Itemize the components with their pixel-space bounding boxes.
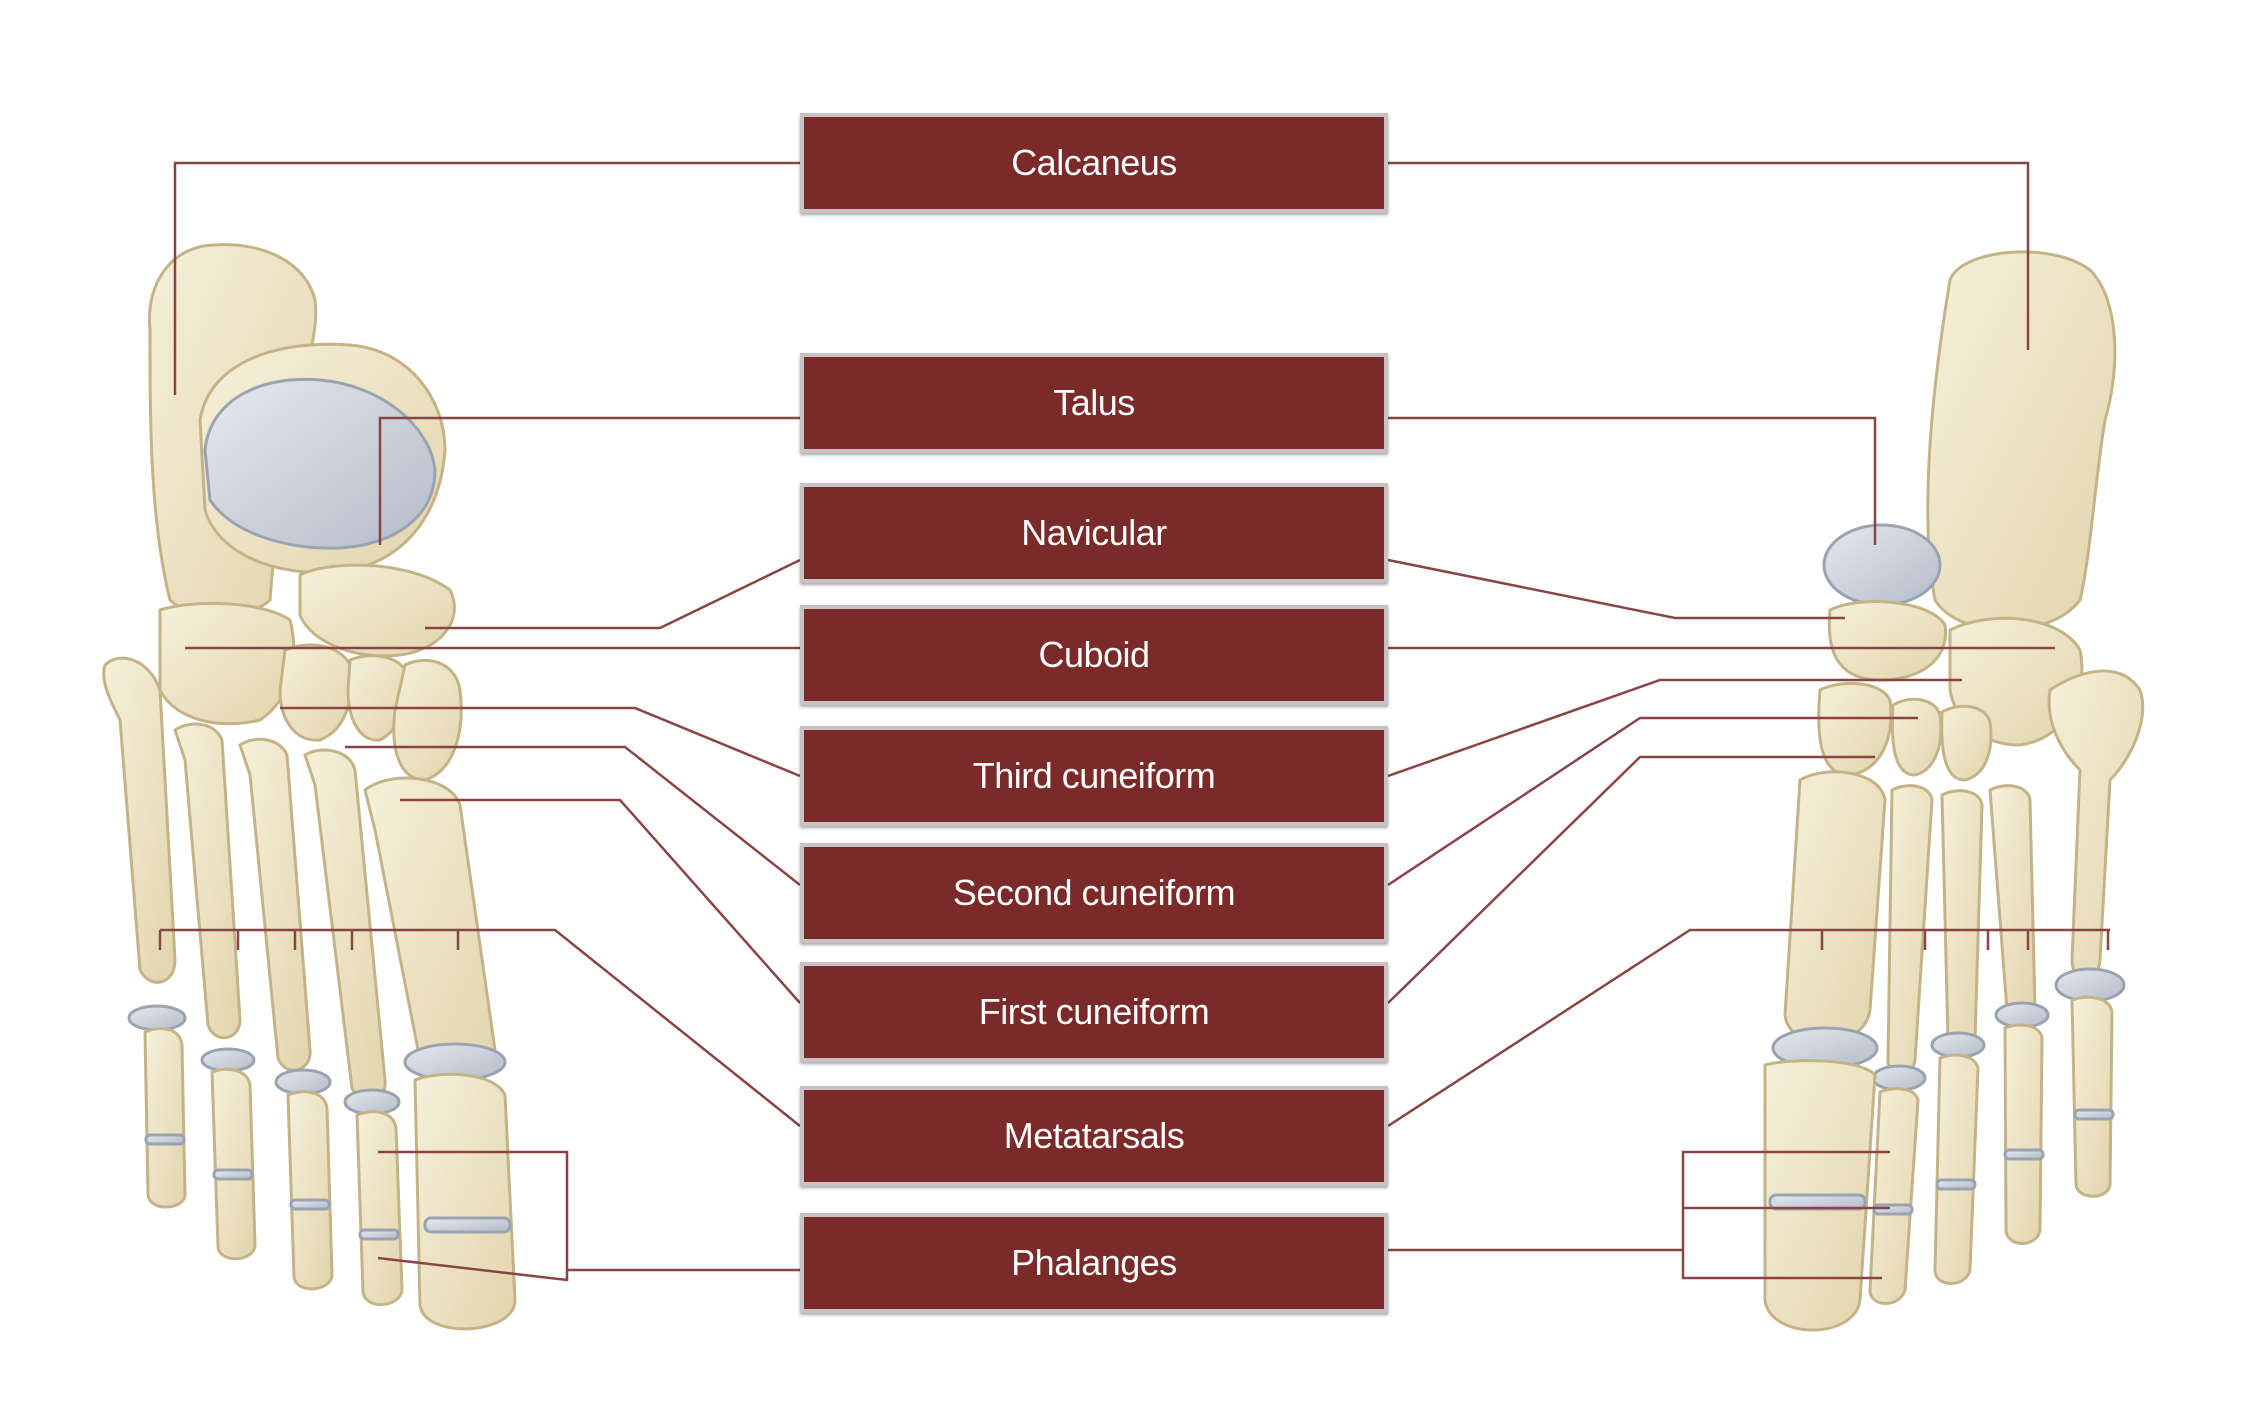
leader-navicular-right [1387, 558, 1845, 620]
leader-first-cuneiform-left [400, 798, 801, 1004]
label-navicular: Navicular [800, 483, 1388, 583]
label-cuboid: Cuboid [800, 605, 1388, 705]
leader-third-cuneiform-left [280, 706, 801, 778]
right-ip-cartilage-5 [2073, 1108, 2115, 1121]
left-ip-cartilage-1 [423, 1216, 512, 1234]
leader-talus-left [378, 416, 800, 545]
left-navicular-bone [298, 563, 456, 658]
leader-navicular-left [425, 558, 801, 630]
left-phalanx-5 [143, 1027, 187, 1209]
right-metatarsal-3 [1940, 789, 1984, 1057]
left-metatarsal-5 [102, 656, 177, 984]
left-ip-cartilage-5 [144, 1133, 186, 1146]
right-metatarsal-5 [2047, 669, 2145, 981]
leader-metatarsals-left [160, 928, 801, 1127]
label-second-cuneiform: Second cuneiform [800, 843, 1388, 943]
left-phalanx-4 [210, 1067, 257, 1261]
leader-calcaneus-left [173, 161, 800, 395]
leader-lines [158, 161, 2110, 1282]
right-mt2-cartilage [1871, 1064, 1927, 1092]
leader-first-cuneiform-right [1387, 755, 1875, 1004]
right-phalanx-4 [2003, 1023, 2044, 1245]
left-metatarsal-3 [238, 737, 312, 1072]
left-ip-cartilage-4 [212, 1168, 254, 1181]
left-first-cuneiform-bone [392, 658, 463, 782]
right-calcaneus-bone [1926, 250, 2117, 632]
right-ip-cartilage-4 [2003, 1148, 2045, 1161]
right-ip-cartilage-2 [1872, 1203, 1914, 1216]
leader-calcaneus-right [1388, 161, 2030, 350]
right-foot [1763, 250, 2145, 1332]
right-phalanx-3 [1933, 1053, 1980, 1285]
leader-second-cuneiform-left [345, 745, 801, 886]
leader-phalanges-left-bracket [377, 1150, 569, 1282]
right-mt4-cartilage [1994, 1001, 2050, 1029]
leader-third-cuneiform-right [1387, 678, 1962, 778]
label-third-cuneiform: Third cuneiform [800, 726, 1388, 826]
right-mt3-cartilage [1930, 1031, 1986, 1059]
label-calcaneus: Calcaneus [800, 113, 1388, 213]
leader-metatarsals-right [1387, 928, 2110, 1128]
right-ip-cartilage-3 [1935, 1178, 1977, 1191]
left-cuboid-bone [158, 601, 296, 726]
left-third-cuneiform-bone [278, 643, 353, 742]
label-talus: Talus [800, 353, 1388, 453]
right-phalanx-2 [1868, 1087, 1920, 1305]
left-phalanx-3 [286, 1090, 334, 1291]
left-phalanx-2 [355, 1110, 404, 1306]
left-metatarsal-4 [173, 722, 242, 1040]
left-ip-cartilage-3 [289, 1198, 331, 1211]
left-mt4-cartilage [200, 1047, 256, 1073]
left-foot [102, 243, 517, 1331]
label-first-cuneiform: First cuneiform [800, 962, 1388, 1062]
right-talus-cartilage [1822, 523, 1942, 607]
right-second-cuneiform-bone [1890, 697, 1943, 777]
leader-second-cuneiform-right [1387, 716, 1918, 887]
label-phalanges: Phalanges [800, 1213, 1388, 1313]
right-first-cuneiform-bone [1817, 681, 1893, 777]
left-talus-cartilage [203, 377, 437, 550]
right-third-cuneiform-bone [1940, 704, 1993, 782]
right-metatarsal-4 [1988, 784, 2037, 1027]
left-mt5-cartilage [127, 1004, 187, 1032]
leader-phalanges-right-bracket [1681, 1150, 1890, 1280]
right-phalanx-5 [2070, 995, 2114, 1198]
left-phalanx-1 [413, 1072, 517, 1331]
right-metatarsal-1 [1783, 770, 1887, 1045]
leader-talus-right [1388, 416, 1877, 545]
left-ip-cartilage-2 [358, 1228, 400, 1241]
right-navicular-bone [1827, 600, 1948, 682]
label-metatarsals: Metatarsals [800, 1086, 1388, 1186]
